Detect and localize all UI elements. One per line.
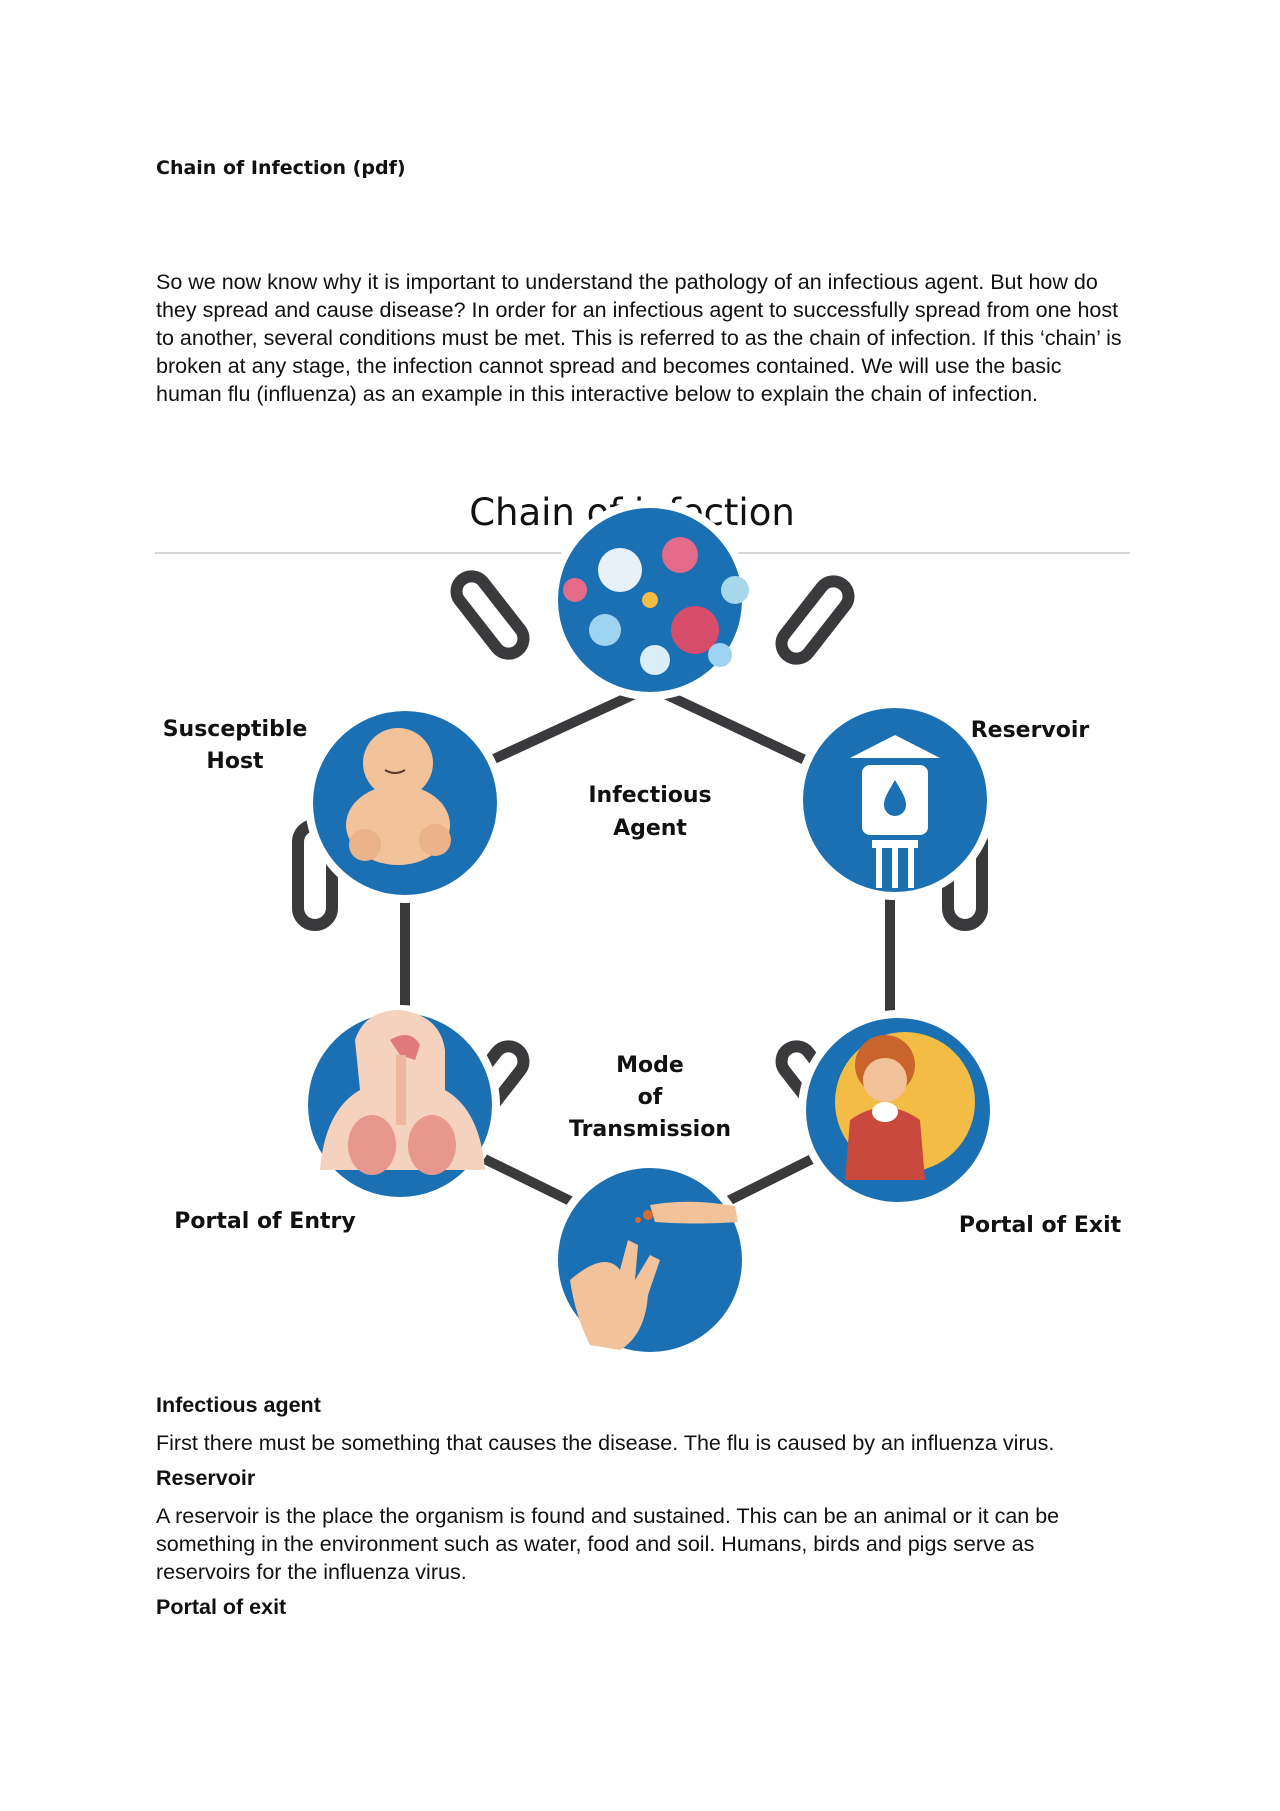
chain-link-top-left (450, 570, 530, 660)
tissue-icon (872, 1102, 898, 1122)
sections-list: Infectious agent First there must be som… (156, 1392, 1131, 1631)
label-portal-of-exit: Portal of Exit (959, 1213, 1122, 1238)
document-title: Chain of Infection (pdf) (156, 157, 406, 179)
section-heading-reservoir: Reservoir (156, 1466, 256, 1490)
sweater (845, 1107, 925, 1180)
section-body-reservoir: A reservoir is the place the organism is… (156, 1504, 1060, 1584)
section-heading-portal-of-exit: Portal of exit (156, 1595, 287, 1619)
water-drop-icon (884, 780, 906, 816)
label-portal-of-entry: Portal of Entry (174, 1209, 355, 1234)
left-lung (348, 1115, 396, 1175)
portal-of-entry-circle (300, 1005, 500, 1205)
chain-of-infection-figure: Chain of infection (150, 480, 1140, 1360)
susceptible-host-circle (305, 703, 505, 903)
label-reservoir: Reservoir (971, 718, 1090, 743)
lower-hand (570, 1240, 660, 1350)
mode-of-transmission-circle (550, 1160, 750, 1360)
infectious-agent-circle (550, 500, 750, 700)
baby-head (363, 728, 433, 798)
section-body-infectious-agent: First there must be something that cause… (156, 1431, 1055, 1455)
label-mode-line1: Mode (616, 1053, 684, 1078)
label-susceptible-line1: Susceptible (163, 717, 308, 742)
label-infectious-agent-line2: Agent (613, 816, 687, 841)
label-mode-line2: of (638, 1085, 663, 1110)
label-infectious-agent-line1: Infectious (588, 783, 711, 808)
upper-hand (650, 1201, 738, 1224)
portal-of-exit-circle (798, 1010, 998, 1210)
right-lung (408, 1115, 456, 1175)
intro-paragraph: So we now know why it is important to un… (156, 270, 1122, 406)
label-mode-line3: Transmission (569, 1117, 731, 1142)
section-heading-infectious-agent: Infectious agent (156, 1393, 321, 1417)
label-susceptible-line2: Host (206, 749, 264, 774)
water-tower-icon (850, 735, 940, 758)
chain-diagram: Chain of infection (155, 491, 1130, 1360)
reservoir-circle (795, 700, 995, 900)
chain-link-top-right (775, 575, 855, 665)
